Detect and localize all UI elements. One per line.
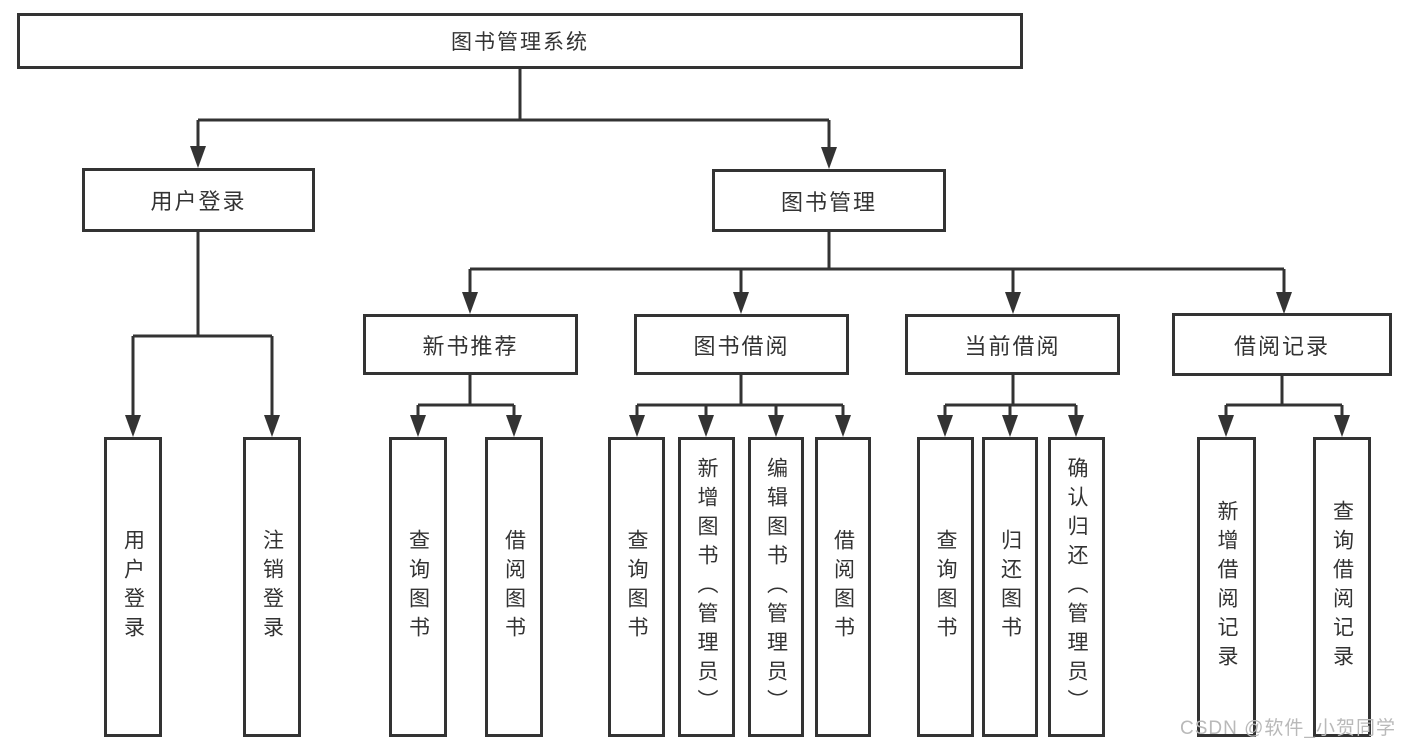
node-library-management-system: 图书管理系统 bbox=[17, 13, 1023, 69]
node-label: 编辑图书（管理员） bbox=[764, 456, 788, 718]
node-label: 查询借阅记录 bbox=[1330, 500, 1354, 674]
node-label: 查询图书 bbox=[934, 529, 957, 645]
leaf-borrow-books: 借阅图书 bbox=[815, 437, 871, 737]
node-label: 归还图书 bbox=[998, 529, 1022, 645]
leaf-confirm-return-admin: 确认归还（管理员） bbox=[1048, 437, 1105, 737]
node-label: 新增借阅记录 bbox=[1215, 500, 1238, 674]
node-label: 新书推荐 bbox=[422, 333, 519, 359]
leaf-user-login: 用户登录 bbox=[104, 437, 162, 737]
node-label: 查询图书 bbox=[406, 529, 430, 645]
leaf-add-books-admin: 新增图书（管理员） bbox=[678, 437, 735, 737]
node-label: 用户登录 bbox=[121, 529, 145, 645]
node-label: 新增图书（管理员） bbox=[695, 456, 718, 718]
node-label: 图书管理系统 bbox=[451, 31, 589, 54]
csdn-watermark: CSDN @软件_小贺同学 bbox=[1180, 718, 1396, 739]
leaf-add-borrow-record: 新增借阅记录 bbox=[1197, 437, 1256, 737]
node-label: 查询图书 bbox=[625, 529, 648, 645]
node-label: 借阅图书 bbox=[831, 529, 855, 645]
leaf-query-books-current: 查询图书 bbox=[917, 437, 974, 737]
node-new-book-recommend: 新书推荐 bbox=[363, 314, 578, 375]
node-label: 图书管理 bbox=[780, 189, 877, 215]
node-book-management: 图书管理 bbox=[712, 169, 946, 232]
node-label: 图书借阅 bbox=[693, 333, 790, 359]
node-label: 借阅图书 bbox=[502, 529, 526, 645]
node-label: 当前借阅 bbox=[964, 333, 1061, 359]
leaf-return-books: 归还图书 bbox=[982, 437, 1038, 737]
arrowheads bbox=[125, 146, 1350, 437]
leaf-edit-books-admin: 编辑图书（管理员） bbox=[748, 437, 804, 737]
leaf-borrow-books-recommend: 借阅图书 bbox=[485, 437, 543, 737]
node-label: 借阅记录 bbox=[1233, 333, 1330, 359]
leaf-query-borrow-record: 查询借阅记录 bbox=[1313, 437, 1371, 737]
node-current-borrow: 当前借阅 bbox=[905, 314, 1120, 375]
leaf-query-books-borrow: 查询图书 bbox=[608, 437, 665, 737]
node-label: 确认归还（管理员） bbox=[1065, 456, 1088, 718]
node-user-login: 用户登录 bbox=[82, 168, 315, 232]
leaf-logout: 注销登录 bbox=[243, 437, 301, 737]
node-label: 用户登录 bbox=[150, 189, 247, 214]
node-label: 注销登录 bbox=[260, 529, 284, 645]
node-book-borrow: 图书借阅 bbox=[634, 314, 849, 375]
leaf-query-books-recommend: 查询图书 bbox=[389, 437, 447, 737]
node-borrow-records: 借阅记录 bbox=[1172, 313, 1392, 376]
